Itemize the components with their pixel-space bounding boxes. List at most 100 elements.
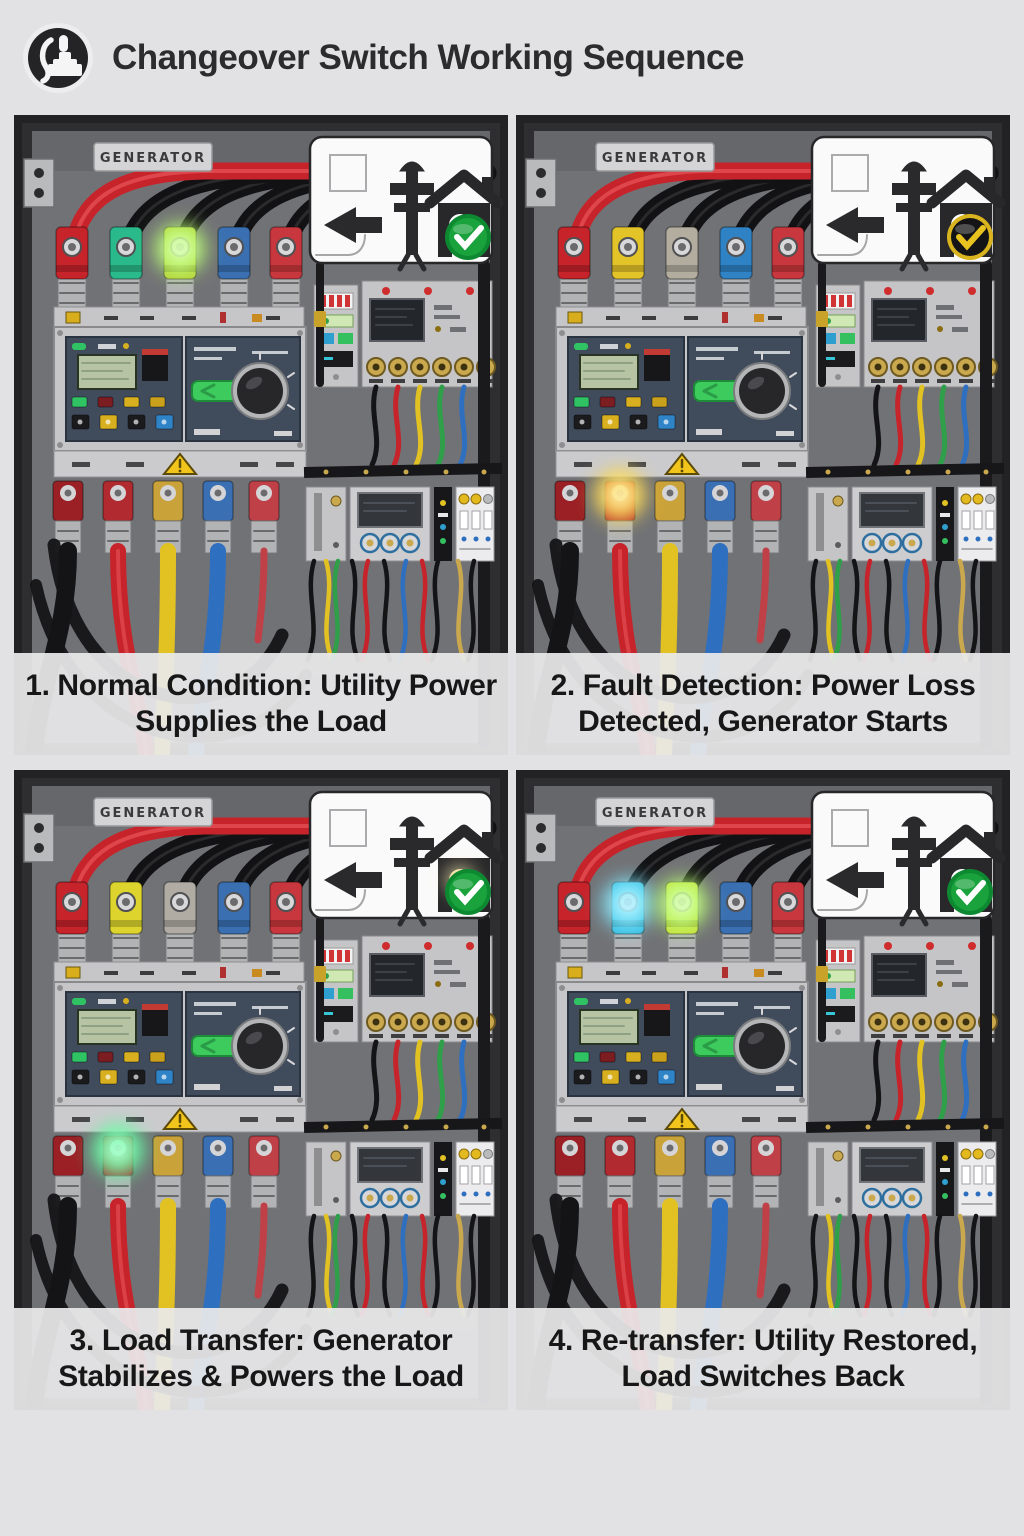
bottom-terminal-lug (102, 480, 134, 554)
transfer-arrow-icon (826, 862, 884, 898)
bottom-terminal-lug (654, 1135, 686, 1209)
top-terminal-lug (217, 881, 251, 967)
caption-step-4: 4. Re-transfer: Utility Restored, Load S… (516, 1308, 1010, 1410)
transfer-switch-knob (693, 352, 797, 420)
status-badge (810, 135, 1006, 272)
metering-module (361, 935, 496, 1043)
bottom-terminal-lug (52, 1135, 84, 1209)
top-terminal-lug (55, 881, 89, 967)
din-relay-module (815, 939, 861, 1043)
panel-step-2: GENERATOR 2. Fault Detection: Power Loss… (516, 115, 1010, 755)
caption-lead: 4. Re-transfer: (548, 1324, 747, 1357)
transfer-arrow-icon (826, 207, 884, 243)
bottom-terminal-lug (248, 480, 280, 554)
bottom-terminal-lug (604, 1135, 636, 1209)
transfer-switch-knob (191, 352, 295, 420)
caption-lead: 2. Fault Detection: (550, 669, 804, 702)
bottom-terminal-lug (152, 1135, 184, 1209)
top-terminal-lug (163, 881, 197, 967)
caption-step-2: 2. Fault Detection: Power Loss Detected,… (516, 653, 1010, 755)
caption-step-1: 1. Normal Condition: Utility Power Suppl… (14, 653, 508, 755)
bottom-terminal-lug (750, 480, 782, 554)
breaker-modules (305, 1141, 495, 1217)
status-check-icon (947, 214, 993, 260)
top-terminal-lug (109, 226, 143, 312)
generator-plate: GENERATOR (93, 142, 213, 172)
status-badge (308, 135, 504, 272)
top-terminal-lug (557, 881, 591, 967)
status-check-icon (445, 214, 491, 260)
top-terminal-lug (771, 226, 805, 312)
top-terminal-lug (217, 226, 251, 312)
panel-step-4: GENERATOR 4. Re-transfer: Utility Restor… (516, 770, 1010, 1410)
changeover-control-unit (555, 981, 809, 1107)
top-terminal-lug (665, 226, 699, 312)
caption-rest: Utility Power Supplies the Load (135, 669, 497, 738)
bottom-terminal-lug (704, 480, 736, 554)
bottom-terminal-lug (152, 480, 184, 554)
top-terminal-lug (269, 226, 303, 312)
bottom-terminal-lug (654, 480, 686, 554)
top-terminal-lug (269, 881, 303, 967)
caption-rest: Utility Restored, Load Switches Back (621, 1324, 978, 1393)
hinge (23, 158, 55, 208)
changeover-control-unit (53, 981, 307, 1107)
breaker-modules (305, 486, 495, 562)
top-terminal-lug (55, 226, 89, 312)
generator-plate: GENERATOR (595, 142, 715, 172)
generator-label: GENERATOR (100, 806, 206, 821)
status-check-icon (947, 869, 993, 915)
status-badge (308, 790, 504, 927)
status-badge (810, 790, 1006, 927)
panel-step-1: GENERATOR 1. Normal Condition: Utility P… (14, 115, 508, 755)
panel-photo-step-4: GENERATOR (516, 770, 1010, 1410)
warning-triangle-icon (663, 452, 701, 475)
generator-label: GENERATOR (100, 151, 206, 166)
utility-pole-icon (892, 816, 936, 927)
utility-pole-icon (390, 161, 434, 272)
metering-module (863, 935, 998, 1043)
bottom-terminal-lug (704, 1135, 736, 1209)
generator-label: GENERATOR (602, 151, 708, 166)
transfer-arrow-icon (324, 862, 382, 898)
generator-plate: GENERATOR (93, 797, 213, 827)
top-terminal-lug (611, 226, 645, 312)
hinge (525, 158, 557, 208)
status-check-icon (445, 869, 491, 915)
generator-label: GENERATOR (602, 806, 708, 821)
hinge (525, 813, 557, 863)
generator-plate: GENERATOR (595, 797, 715, 827)
header: Changeover Switch Working Sequence (0, 0, 1024, 115)
transfer-arrow-icon (324, 207, 382, 243)
transfer-switch-knob (191, 1007, 295, 1075)
top-terminal-lug (109, 881, 143, 967)
caption-lead: 1. Normal Condition: (25, 669, 313, 702)
bottom-terminal-lug (750, 1135, 782, 1209)
hinge (23, 813, 55, 863)
metering-module (863, 280, 998, 388)
top-terminal-lug (719, 881, 753, 967)
metering-module (361, 280, 496, 388)
transfer-switch-knob (693, 1007, 797, 1075)
top-terminal-lug (719, 226, 753, 312)
bottom-terminal-lug (202, 480, 234, 554)
warning-triangle-icon (663, 1107, 701, 1130)
bottom-terminal-lug (248, 1135, 280, 1209)
utility-pole-icon (892, 161, 936, 272)
top-terminal-lug (771, 881, 805, 967)
caption-step-3: 3. Load Transfer: Generator Stabilizes &… (14, 1308, 508, 1410)
bottom-terminal-lug (202, 1135, 234, 1209)
utility-pole-icon (390, 816, 434, 927)
breaker-modules (807, 1141, 997, 1217)
caption-rest: Generator Stabilizes & Powers the Load (58, 1324, 464, 1393)
changeover-control-unit (555, 326, 809, 452)
warning-triangle-icon (161, 1107, 199, 1130)
page-title: Changeover Switch Working Sequence (112, 37, 744, 77)
panel-photo-step-1: GENERATOR (14, 115, 508, 755)
panel-step-3: GENERATOR 3. Load Transfer: Generator St… (14, 770, 508, 1410)
power-changeover-logo-icon (23, 22, 93, 93)
breaker-modules (807, 486, 997, 562)
changeover-control-unit (53, 326, 307, 452)
warning-triangle-icon (161, 452, 199, 475)
